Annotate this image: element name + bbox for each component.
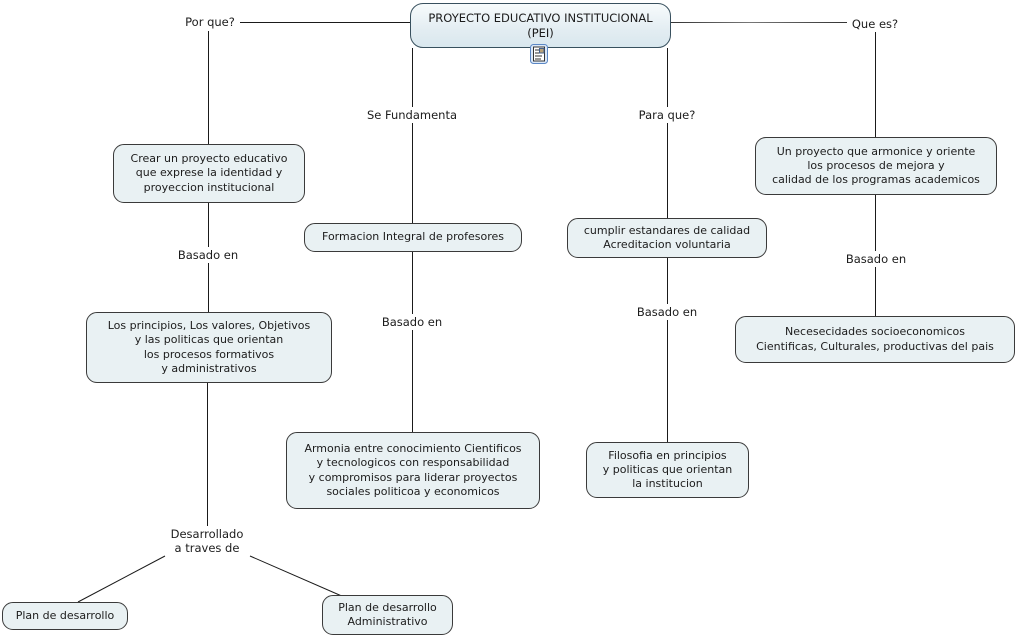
- link-label-basado-en-left[interactable]: Basado en: [174, 247, 242, 264]
- node-armonia-conocimiento[interactable]: Armonia entre conocimiento Cientificos y…: [286, 432, 540, 509]
- connector-line: [412, 48, 413, 223]
- link-label-se-fundamenta[interactable]: Se Fundamenta: [363, 107, 461, 124]
- document-image-icon: [530, 44, 548, 64]
- link-label-desarrollado-a-traves-de[interactable]: Desarrollado a traves de: [167, 526, 247, 557]
- node-proyecto-educativo-institucional[interactable]: PROYECTO EDUCATIVO INSTITUCIONAL (PEI): [410, 3, 671, 48]
- diagonal-connector-lines: [77, 555, 345, 603]
- link-label-basado-en-mid[interactable]: Basado en: [633, 304, 701, 321]
- connector-line: [208, 31, 209, 144]
- node-plan-desarrollo-administrativo[interactable]: Plan de desarrollo Administrativo: [322, 595, 453, 635]
- node-crear-proyecto-educativo[interactable]: Crear un proyecto educativo que exprese …: [113, 144, 305, 203]
- link-label-para-que[interactable]: Para que?: [635, 107, 699, 124]
- node-necesidades-socioeconomicas[interactable]: Necesecidades socioeconomicos Cientifica…: [735, 316, 1015, 363]
- connector-line: [667, 48, 668, 218]
- node-proyecto-armonice[interactable]: Un proyecto que armonice y oriente los p…: [755, 137, 997, 195]
- connector-line: [667, 258, 668, 442]
- connector-line: [412, 252, 413, 432]
- link-label-que-es[interactable]: Que es?: [848, 16, 902, 33]
- node-plan-de-desarrollo[interactable]: Plan de desarrollo: [2, 602, 128, 630]
- node-formacion-integral[interactable]: Formacion Integral de profesores: [304, 223, 522, 252]
- link-label-basado-en-right[interactable]: Basado en: [842, 251, 910, 268]
- connector-line: [875, 31, 876, 137]
- node-principios-valores-objetivos[interactable]: Los principios, Los valores, Objetivos y…: [86, 312, 332, 383]
- connector-line: [670, 22, 847, 23]
- resource-icon[interactable]: [529, 44, 549, 64]
- node-filosofia-principios[interactable]: Filosofia en principios y politicas que …: [586, 442, 749, 498]
- connector-line: [207, 383, 208, 526]
- link-label-por-que[interactable]: Por que?: [182, 14, 238, 31]
- connector-line: [240, 22, 410, 23]
- node-cumplir-estandares[interactable]: cumplir estandares de calidad Acreditaci…: [567, 218, 767, 258]
- link-label-basado-en-center[interactable]: Basado en: [378, 314, 446, 331]
